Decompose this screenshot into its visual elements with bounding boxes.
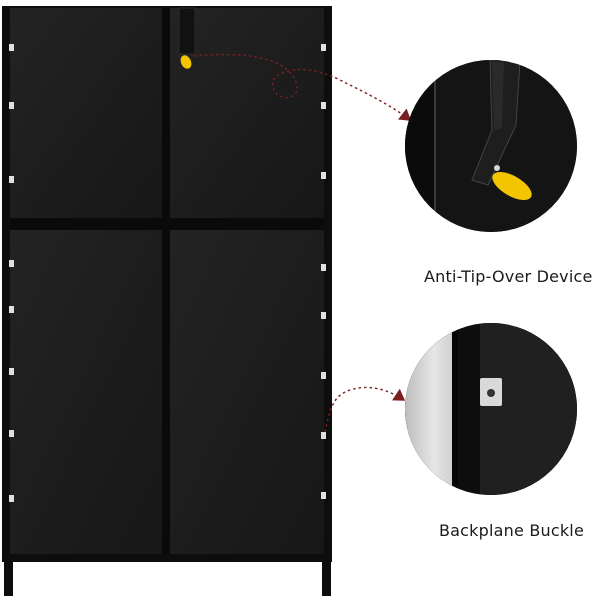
callout-arrow-1 <box>193 53 412 121</box>
zoom-circle-backplane <box>405 323 577 495</box>
cabinet-leg-right <box>322 560 331 596</box>
anti-tip-strap <box>178 7 196 69</box>
callout-arrow-2 <box>324 386 406 433</box>
callout-label-anti-tip: Anti-Tip-Over Device <box>424 267 593 286</box>
side-clips <box>9 44 326 502</box>
cabinet-leg-left <box>4 560 13 596</box>
callout-label-backplane: Backplane Buckle <box>439 521 584 540</box>
cabinet-back <box>2 6 332 596</box>
zoom-circle-anti-tip <box>405 60 577 232</box>
